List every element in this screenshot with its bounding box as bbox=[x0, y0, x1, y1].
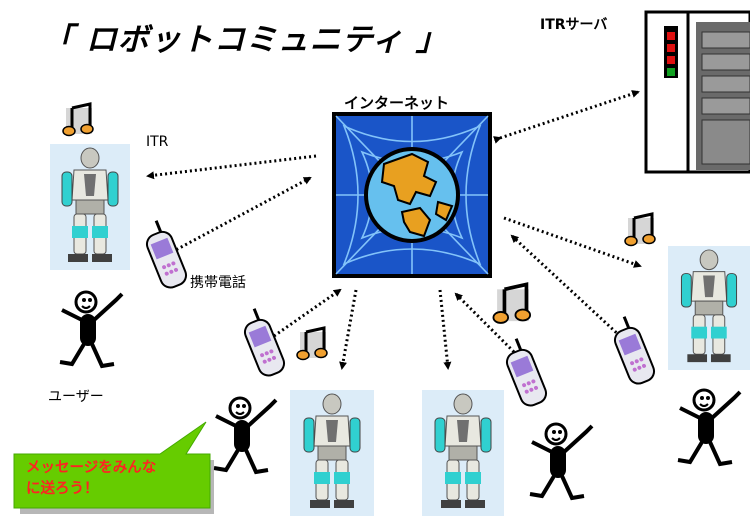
music-note-icon bbox=[624, 212, 658, 248]
user-stick-figure-icon bbox=[670, 378, 750, 476]
mobile-phone-icon bbox=[238, 304, 288, 384]
music-note-icon bbox=[492, 282, 534, 326]
internet-label: インターネット bbox=[344, 94, 450, 112]
user-stick-figure-icon bbox=[522, 412, 602, 510]
user-stick-figure-icon bbox=[206, 386, 286, 484]
phone-label: 携帯電話 bbox=[190, 275, 246, 291]
robot-icon bbox=[290, 390, 374, 516]
robot-icon bbox=[422, 390, 504, 516]
diagram-title: 「 ロボットコミュニティ 」 bbox=[42, 22, 448, 58]
callout-text: メッセージをみんな に送ろう！ bbox=[26, 458, 206, 500]
server-rack-icon bbox=[644, 10, 750, 178]
robot-icon bbox=[50, 144, 130, 270]
callout-line-2: に送ろう！ bbox=[26, 481, 99, 497]
user-label: ユーザー bbox=[48, 389, 104, 405]
speech-callout bbox=[10, 414, 216, 520]
arrow-internet-robot-bottom-mid bbox=[438, 289, 452, 370]
music-note-icon bbox=[296, 326, 330, 362]
robot-icon bbox=[668, 246, 750, 370]
arrow-phone-internet bbox=[171, 176, 312, 254]
mobile-phone-icon bbox=[500, 334, 550, 414]
itr-label: ITR bbox=[146, 134, 169, 150]
arrow-phone-bottom-internet bbox=[273, 288, 342, 338]
arrow-phone-mid-internet bbox=[454, 292, 516, 354]
arrow-internet-itr bbox=[146, 154, 317, 180]
arrow-internet-robot-bottom-left bbox=[339, 289, 358, 370]
server-label: ITRサーバ bbox=[540, 17, 608, 33]
mobile-phone-icon bbox=[608, 312, 658, 392]
callout-line-1: メッセージをみんな bbox=[26, 460, 157, 476]
arrow-internet-robot-right bbox=[503, 216, 642, 268]
user-stick-figure-icon bbox=[52, 284, 132, 374]
mobile-phone-icon bbox=[140, 216, 190, 296]
internet-globe-icon bbox=[332, 112, 492, 282]
arrow-internet-server bbox=[493, 90, 640, 144]
music-note-icon bbox=[62, 102, 96, 138]
